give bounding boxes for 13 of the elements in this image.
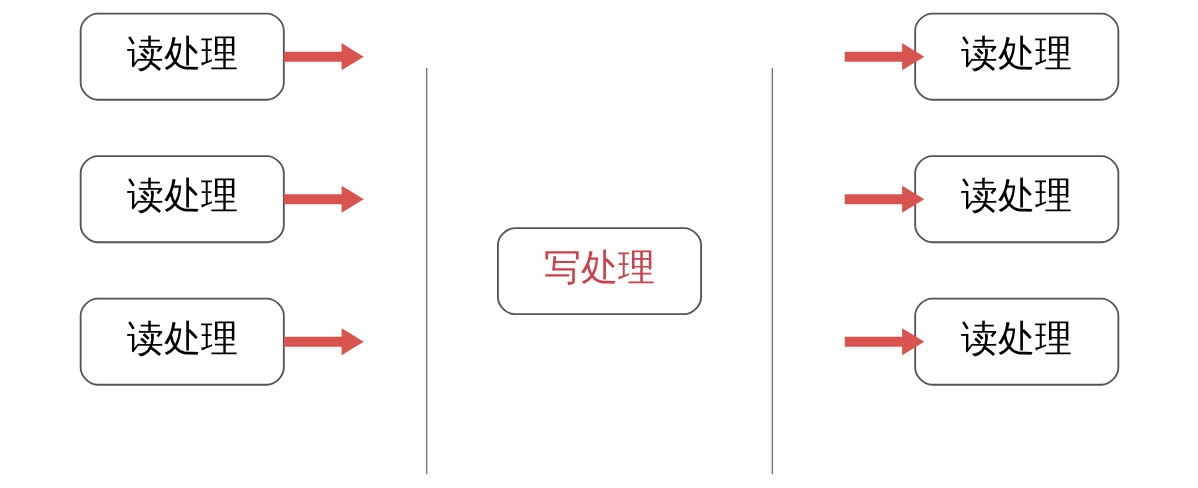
arrow	[283, 185, 364, 213]
arrow	[283, 328, 364, 356]
node-box: 读处理	[79, 12, 285, 101]
node-box: 读处理	[913, 12, 1119, 101]
node-box: 写处理	[496, 227, 702, 316]
node-box: 读处理	[79, 155, 285, 244]
arrow	[844, 185, 924, 213]
arrow	[844, 43, 924, 71]
node-box: 读处理	[913, 297, 1119, 386]
node-box: 读处理	[913, 155, 1119, 244]
arrow	[844, 328, 924, 356]
node-box: 读处理	[79, 297, 285, 386]
arrow	[283, 43, 364, 71]
